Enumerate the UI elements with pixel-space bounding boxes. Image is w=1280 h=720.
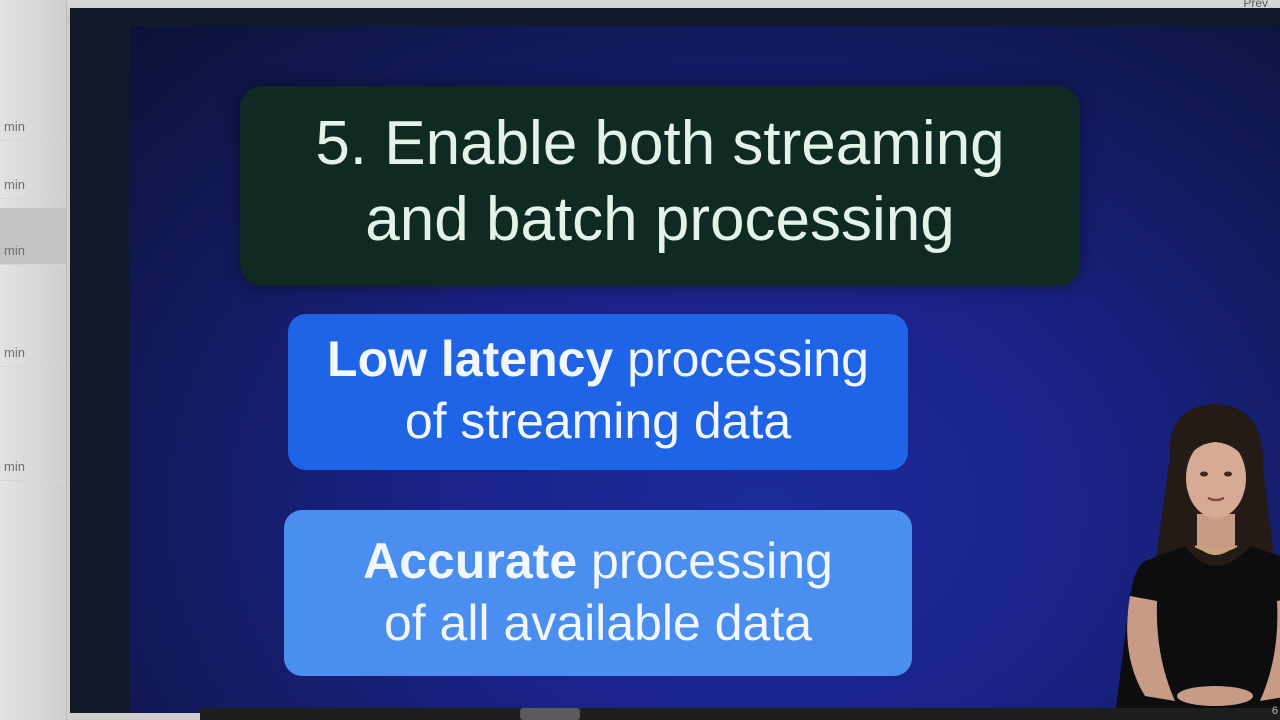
slide-title: 5. Enable both streaming and batch proce… [315, 109, 1005, 254]
card-text: processing [577, 533, 833, 589]
lecture-duration: min [4, 119, 25, 134]
seek-handle[interactable] [520, 708, 580, 720]
lecture-duration: min [4, 177, 25, 192]
slide-title-box: 5. Enable both streaming and batch proce… [240, 86, 1080, 286]
card-text-line2: of streaming data [404, 393, 792, 449]
lecture-duration: min [4, 459, 25, 474]
sidebar-lecture-item-active[interactable]: min [0, 208, 66, 265]
sidebar-lecture-item[interactable]: min [0, 142, 66, 199]
sidebar-lecture-item[interactable]: min [0, 310, 66, 367]
player-corner-number: 6 [1271, 705, 1278, 717]
card-emphasis: Accurate [363, 533, 578, 589]
low-latency-card: Low latency processing of streaming data [288, 314, 908, 470]
card-emphasis: Low latency [327, 331, 614, 387]
sidebar-lecture-item[interactable]: min [0, 84, 66, 141]
sidebar-lecture-item[interactable]: min [0, 424, 66, 481]
card-text: processing [613, 331, 869, 387]
lecture-duration: min [4, 345, 25, 360]
course-sidebar: min min min min min [0, 0, 67, 720]
prev-link[interactable]: Prev [1243, 0, 1268, 10]
lecture-slide: 5. Enable both streaming and batch proce… [130, 26, 1280, 713]
accurate-card: Accurate processing of all available dat… [284, 510, 912, 676]
video-player[interactable]: 5. Enable both streaming and batch proce… [70, 8, 1280, 713]
player-control-bar: 6 [200, 705, 1280, 720]
card-text-line2: of all available data [383, 595, 813, 651]
presenter-image [1115, 404, 1280, 713]
lecture-duration: min [4, 243, 25, 258]
